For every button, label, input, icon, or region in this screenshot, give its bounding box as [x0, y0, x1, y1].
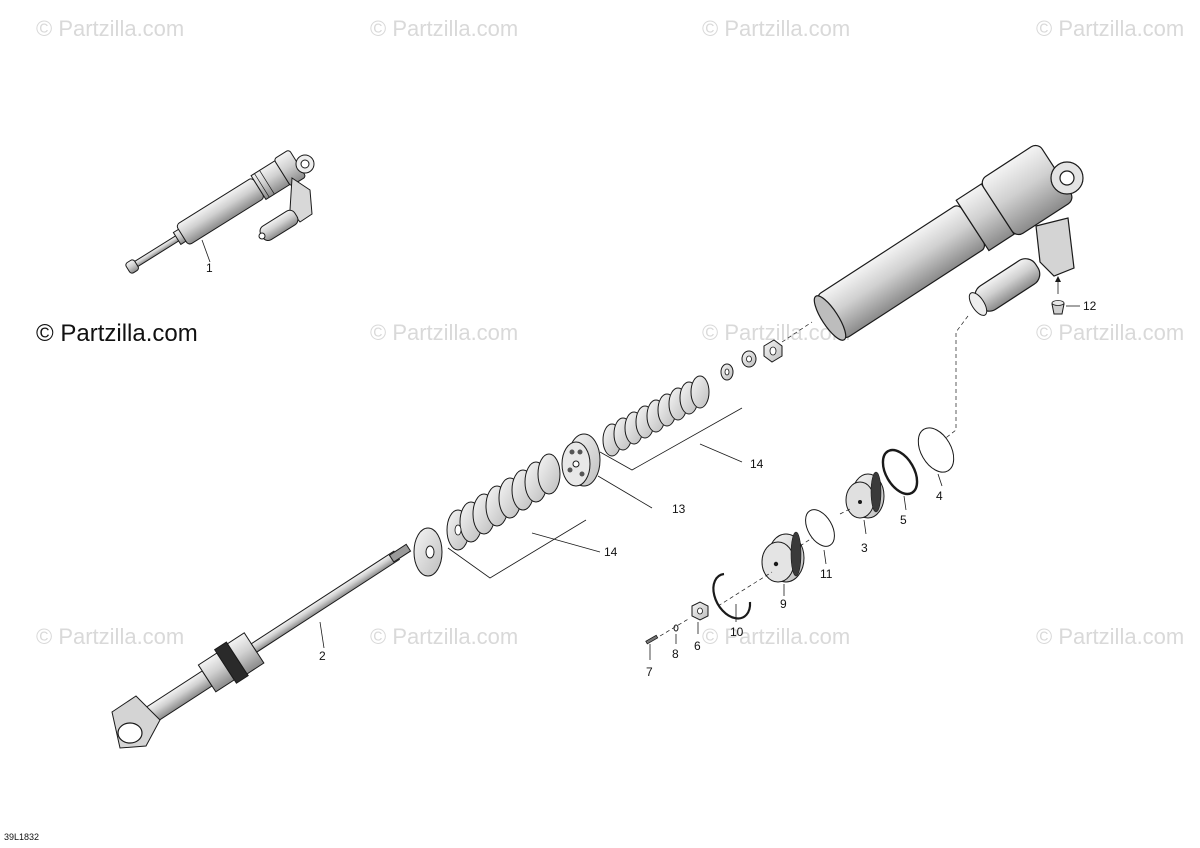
- retaining-ring-upper: [881, 448, 919, 511]
- watermark-text: © Partzilla.com: [1036, 624, 1185, 649]
- spring-washer: [413, 527, 443, 577]
- o-ring-small: [673, 624, 679, 644]
- piston: [561, 433, 653, 509]
- callout-14-lower: 14: [604, 545, 618, 559]
- drawing-code: 39L1832: [4, 832, 40, 842]
- watermark-text: © Partzilla.com: [702, 16, 851, 41]
- watermark-text: © Partzilla.com: [370, 624, 519, 649]
- shock-body-cylinder: [813, 144, 1084, 341]
- watermark-text: © Partzilla.com: [702, 624, 851, 649]
- callout-4: 4: [936, 489, 943, 503]
- watermark-text: © Partzilla.com: [1036, 16, 1185, 41]
- watermark-text: © Partzilla.com: [36, 16, 185, 41]
- callout-14-upper: 14: [750, 457, 764, 471]
- callout-12: 12: [1083, 299, 1097, 313]
- circlip: [712, 571, 773, 622]
- callout-8: 8: [672, 647, 679, 661]
- piston-rod: [111, 543, 412, 749]
- end-cap: [761, 531, 813, 596]
- floating-piston: [845, 471, 885, 535]
- callout-13: 13: [672, 502, 686, 516]
- callout-6: 6: [694, 639, 701, 653]
- washers-and-nut: [720, 321, 813, 381]
- watermark-text: © Partzilla.com: [36, 624, 185, 649]
- callout-10: 10: [730, 625, 744, 639]
- callout-1: 1: [206, 261, 213, 275]
- membrane-disc: [917, 427, 955, 487]
- shim-stack-upper: [599, 375, 743, 471]
- leader-line: [201, 239, 211, 263]
- callout-5: 5: [900, 513, 907, 527]
- callout-3: 3: [861, 541, 868, 555]
- bleed-screw: [645, 617, 691, 660]
- shim-stack-lower: [446, 453, 601, 579]
- callout-11: 11: [820, 567, 833, 581]
- watermark-text: © Partzilla.com: [370, 320, 519, 345]
- shock-absorber-assembly-small: [125, 150, 315, 274]
- watermark-text: © Partzilla.com: [1036, 320, 1185, 345]
- callout-9: 9: [780, 597, 787, 611]
- leader-line: [319, 621, 325, 649]
- callout-7: 7: [646, 665, 653, 679]
- callout-2: 2: [319, 649, 326, 663]
- diaphragm-disc: [805, 507, 853, 565]
- valve-cap: [1051, 276, 1080, 315]
- lock-nut: [691, 601, 709, 634]
- callout-labels: 1 2 3 4 5 6 7 8 9 10 11 12 13 14 14: [206, 261, 1097, 679]
- copyright-text: © Partzilla.com: [36, 320, 198, 347]
- watermark-text: © Partzilla.com: [370, 16, 519, 41]
